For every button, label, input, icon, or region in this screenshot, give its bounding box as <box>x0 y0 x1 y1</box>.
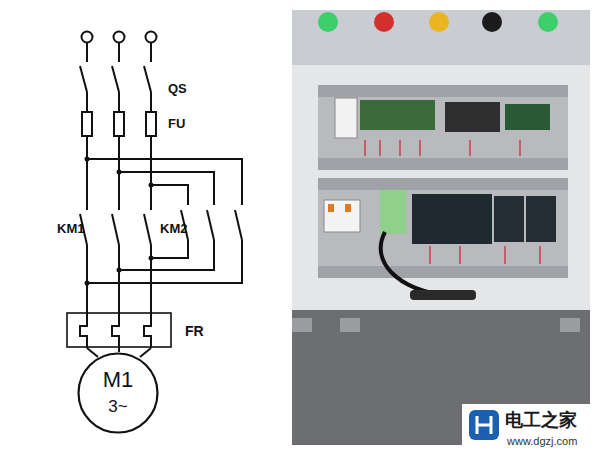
watermark-url: www.dgzj.com <box>507 436 577 447</box>
motor-circle: M13~ <box>76 351 160 435</box>
motor-name: M1 <box>76 369 160 391</box>
motor-phase: 3~ <box>76 398 160 415</box>
contactor-label: KM2 <box>160 222 187 235</box>
motor-outline <box>76 351 160 435</box>
main-circuit-schematic <box>67 32 242 358</box>
fuse-label: FU <box>168 117 185 130</box>
watermark-text: 电工之家 <box>505 411 577 429</box>
contactor-label: KM1 <box>57 222 84 235</box>
control-cabinet-photo <box>292 10 590 445</box>
switch-label: QS <box>168 82 187 95</box>
relay-label: FR <box>185 324 204 338</box>
watermark-logo <box>462 404 592 452</box>
